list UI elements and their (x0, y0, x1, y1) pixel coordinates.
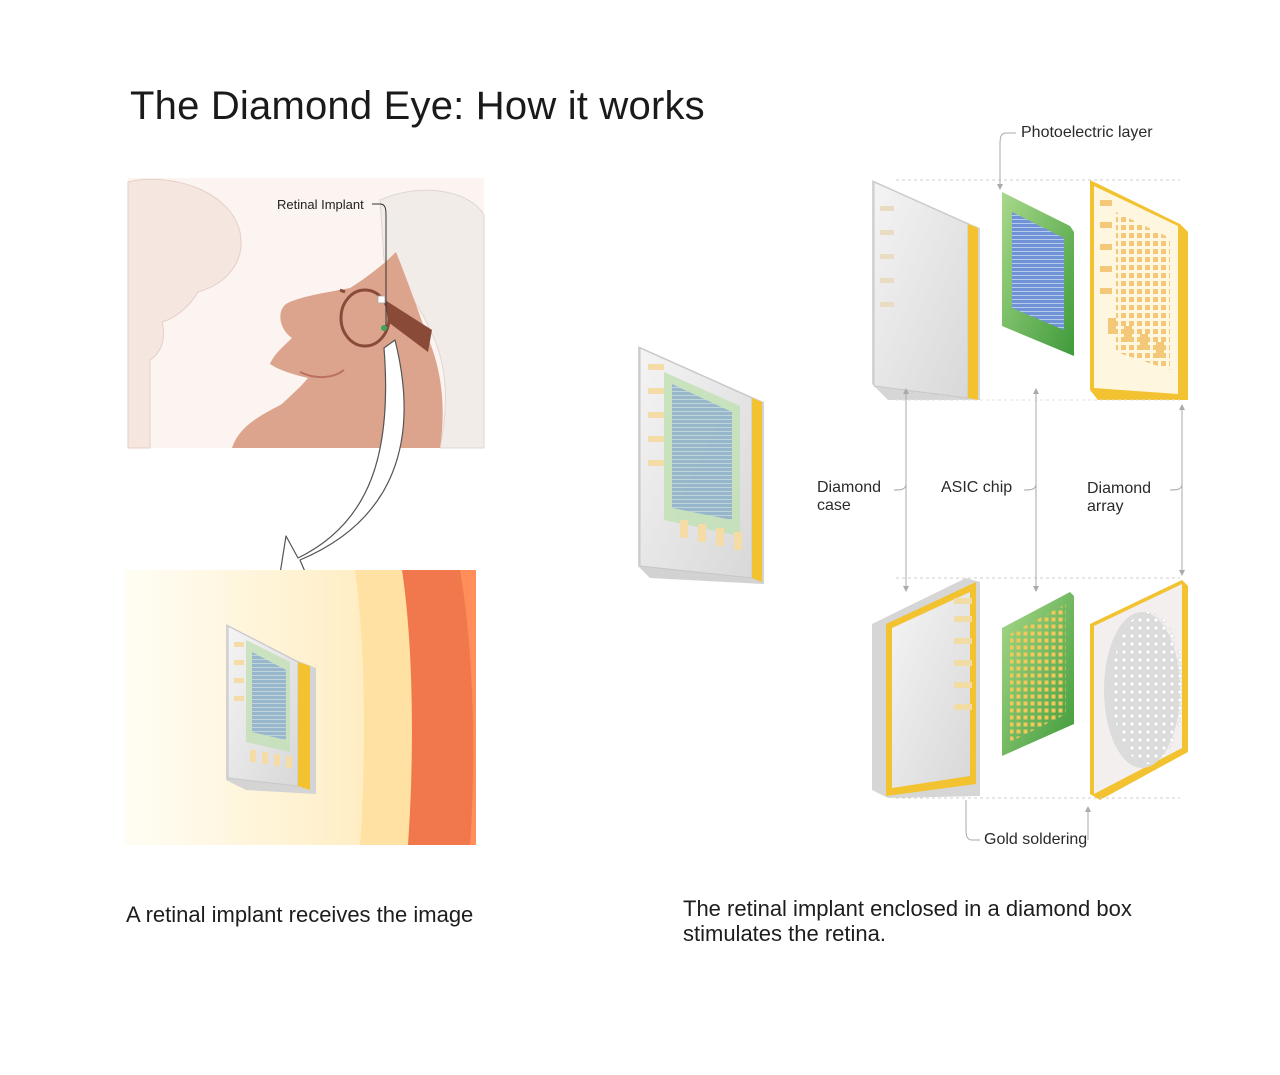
connector-lines (893, 132, 1183, 841)
photoelectric-layer-label: Photoelectric layer (1021, 124, 1153, 141)
diamond-case-label: Diamond case (817, 479, 882, 514)
arrow-heads (903, 184, 1185, 812)
baby-figure (127, 178, 242, 449)
implant-marker-dot (381, 325, 387, 331)
assembled-implant (638, 346, 764, 584)
left-caption: A retinal implant receives the image (126, 902, 474, 927)
diamond-array-label: Diamond array (1087, 480, 1152, 515)
retinal-implant-label: Retinal Implant (277, 197, 364, 212)
retinal-implant-leader (372, 203, 387, 326)
glasses-arm (385, 300, 432, 352)
asic-chip-label: ASIC chip (941, 479, 1013, 496)
right-caption: The retinal implant enclosed in a diamon… (683, 896, 1132, 946)
implant-in-retina (226, 624, 316, 794)
exploded-top-row (872, 180, 1188, 400)
exploded-bottom-row (872, 578, 1188, 800)
portrait-illustration (127, 178, 485, 449)
page-title: The Diamond Eye: How it works (130, 84, 705, 128)
gold-soldering-label: Gold soldering (984, 831, 1088, 848)
